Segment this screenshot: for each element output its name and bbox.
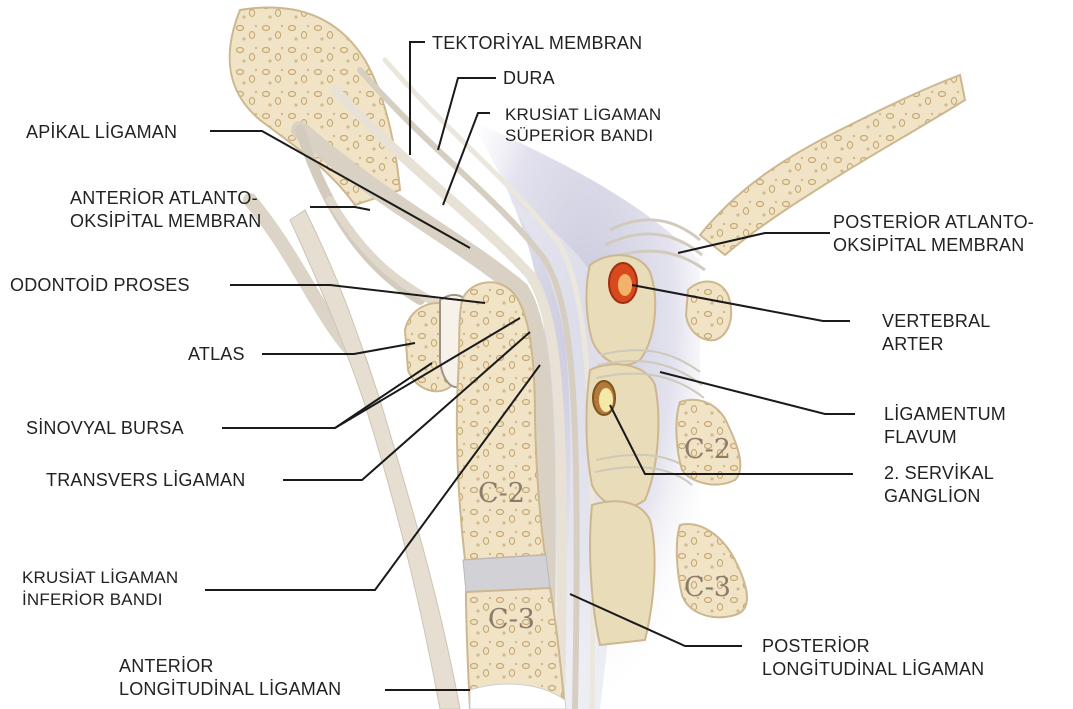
c3-spinous-label: C-3: [684, 572, 731, 603]
label-sinovyal-bursa: SİNOVYAL BURSA: [26, 417, 184, 440]
vertebral-artery: [609, 263, 637, 303]
label-krusiat-superior-line1: KRUSİAT LİGAMAN: [505, 104, 661, 125]
label-posterior-atlanto: POSTERİOR ATLANTO- OKSİPİTAL MEMBRAN: [833, 211, 1034, 257]
label-servikal-ganglion: 2. SERVİKAL GANGLİON: [884, 462, 994, 508]
leader-sinovyal-1: [222, 363, 432, 428]
label-servikal-ganglion-line2: GANGLİON: [884, 485, 994, 508]
label-vertebral-arter-line1: VERTEBRAL: [882, 310, 991, 333]
label-anterior-atlanto-line1: ANTERİOR ATLANTO-: [70, 187, 261, 210]
label-anterior-longitudinal: ANTERİOR LONGİTUDİNAL LİGAMAN: [119, 655, 341, 701]
label-posterior-longitudinal: POSTERİOR LONGİTUDİNAL LİGAMAN: [762, 635, 984, 681]
label-posterior-longitudinal-line2: LONGİTUDİNAL LİGAMAN: [762, 658, 984, 681]
label-posterior-longitudinal-line1: POSTERİOR: [762, 635, 984, 658]
label-krusiat-inferior-line1: KRUSİAT LİGAMAN: [22, 567, 178, 589]
label-tektoriyal-membran: TEKTORİYAL MEMBRAN: [432, 32, 642, 55]
label-krusiat-inferior-line2: İNFERİOR BANDI: [22, 589, 178, 611]
c3-spinous-process: [677, 524, 747, 617]
c2-body-label: C-2: [478, 478, 525, 509]
c2-spinous-label: C-2: [684, 434, 731, 465]
label-vertebral-arter-line2: ARTER: [882, 333, 991, 356]
label-posterior-atlanto-line1: POSTERİOR ATLANTO-: [833, 211, 1034, 234]
label-krusiat-superior: KRUSİAT LİGAMAN SÜPERİOR BANDI: [505, 104, 661, 146]
lateral-mass-bottom: [590, 501, 655, 645]
label-servikal-ganglion-line1: 2. SERVİKAL: [884, 462, 994, 485]
label-transvers-ligaman: TRANSVERS LİGAMAN: [46, 469, 245, 492]
label-odontoid-proses: ODONTOİD PROSES: [10, 274, 190, 297]
label-anterior-longitudinal-line1: ANTERİOR: [119, 655, 341, 678]
label-dura: DURA: [503, 67, 555, 90]
label-apikal-ligaman: APİKAL LİGAMAN: [26, 121, 177, 144]
label-vertebral-arter: VERTEBRAL ARTER: [882, 310, 991, 356]
label-krusiat-superior-line2: SÜPERİOR BANDI: [505, 125, 661, 146]
c3-body-label: C-3: [488, 604, 535, 635]
label-anterior-longitudinal-line2: LONGİTUDİNAL LİGAMAN: [119, 678, 341, 701]
label-posterior-atlanto-line2: OKSİPİTAL MEMBRAN: [833, 234, 1034, 257]
intervertebral-disc: [463, 555, 550, 592]
label-krusiat-inferior: KRUSİAT LİGAMAN İNFERİOR BANDI: [22, 567, 178, 611]
label-atlas: ATLAS: [188, 343, 245, 366]
atlas-posterior-arch: [686, 282, 731, 341]
label-anterior-atlanto-line2: OKSİPİTAL MEMBRAN: [70, 210, 261, 233]
label-ligamentum-flavum-line2: FLAVUM: [884, 426, 1006, 449]
label-ligamentum-flavum-line1: LİGAMENTUM: [884, 403, 1006, 426]
label-anterior-atlanto: ANTERİOR ATLANTO- OKSİPİTAL MEMBRAN: [70, 187, 261, 233]
label-ligamentum-flavum: LİGAMENTUM FLAVUM: [884, 403, 1006, 449]
